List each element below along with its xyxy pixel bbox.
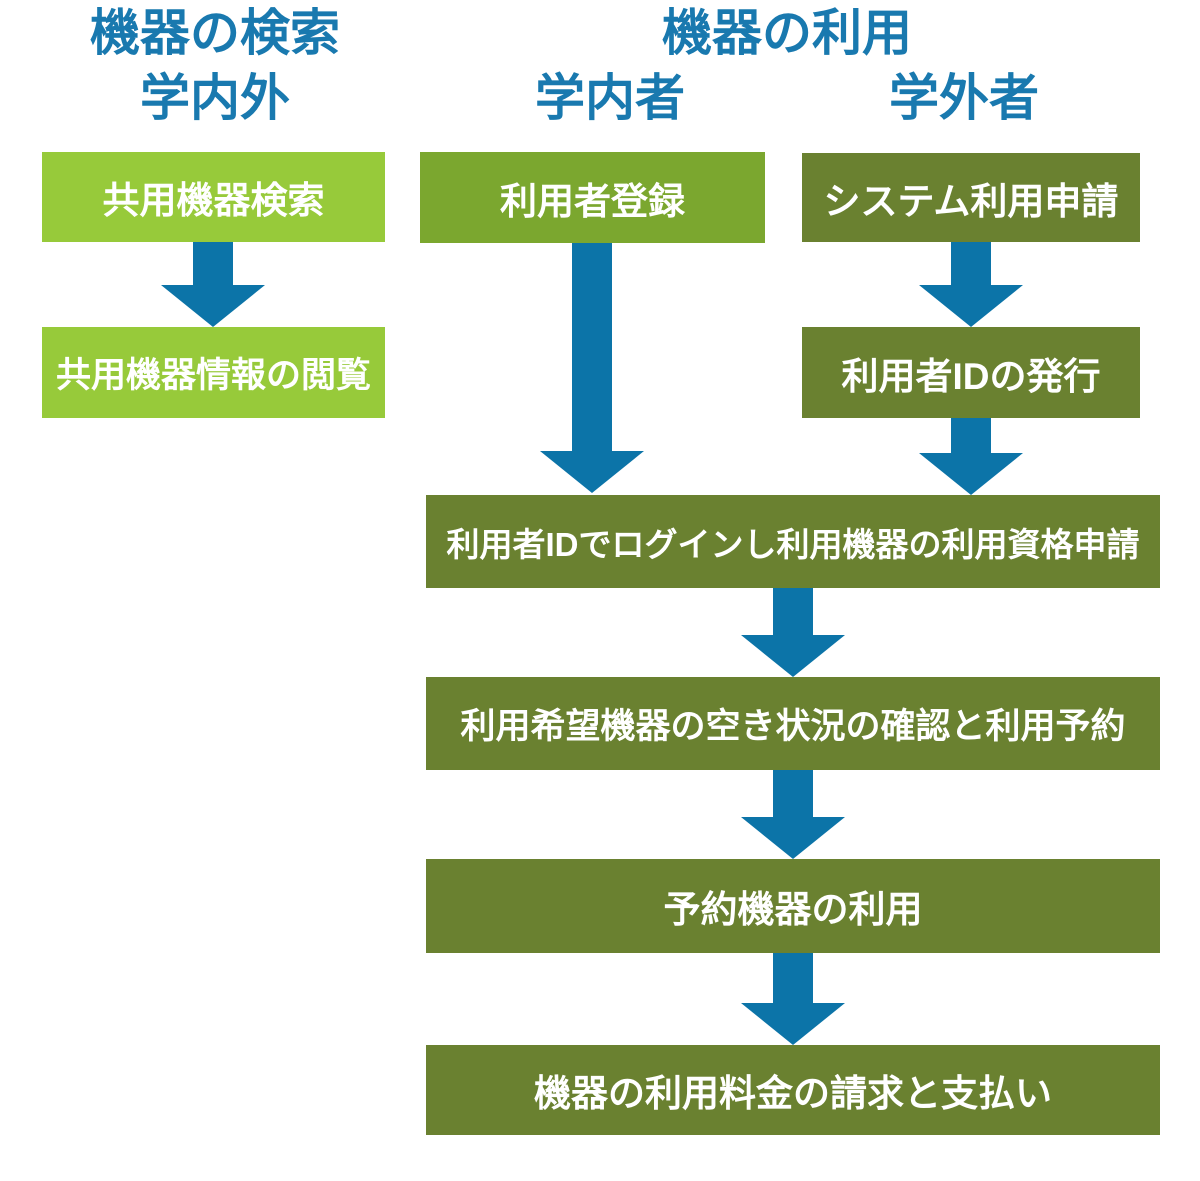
arrow-head (161, 285, 265, 327)
search-column-subtitle: 学内外 (140, 70, 290, 126)
down-arrow-icon (161, 242, 265, 327)
arrow-head (919, 285, 1023, 327)
box-user-id-issuance: 利用者IDの発行 (802, 327, 1140, 418)
arrow-head (540, 451, 644, 493)
arrow-head (741, 1003, 845, 1045)
box-fee-billing-payment: 機器の利用料金の請求と支払い (426, 1045, 1160, 1135)
arrow-shaft (773, 588, 813, 635)
arrow-shaft (572, 243, 612, 451)
down-arrow-icon (919, 242, 1023, 327)
box-reserved-equipment-use: 予約機器の利用 (426, 859, 1160, 953)
down-arrow-icon (741, 588, 845, 677)
box-user-registration: 利用者登録 (420, 152, 765, 243)
down-arrow-icon (741, 953, 845, 1045)
internal-user-label: 学内者 (535, 70, 685, 126)
arrow-head (919, 453, 1023, 495)
search-column-title: 機器の検索 (90, 5, 340, 61)
arrow-shaft (773, 953, 813, 1003)
arrow-head (741, 635, 845, 677)
box-shared-equipment-info-view: 共用機器情報の閲覧 (42, 327, 385, 418)
box-availability-check-reservation: 利用希望機器の空き状況の確認と利用予約 (426, 677, 1160, 770)
arrow-shaft (773, 770, 813, 817)
external-user-label: 学外者 (889, 70, 1039, 126)
arrow-shaft (951, 418, 991, 453)
down-arrow-icon (741, 770, 845, 859)
arrow-shaft (951, 242, 991, 285)
box-login-qualification-application: 利用者IDでログインし利用機器の利用資格申請 (426, 495, 1160, 588)
down-arrow-icon (919, 418, 1023, 495)
arrow-shaft (193, 242, 233, 285)
arrow-head (741, 817, 845, 859)
box-system-use-application: システム利用申請 (802, 153, 1140, 242)
use-column-title: 機器の利用 (662, 5, 912, 61)
box-shared-equipment-search: 共用機器検索 (42, 152, 385, 242)
down-arrow-icon (540, 243, 644, 493)
